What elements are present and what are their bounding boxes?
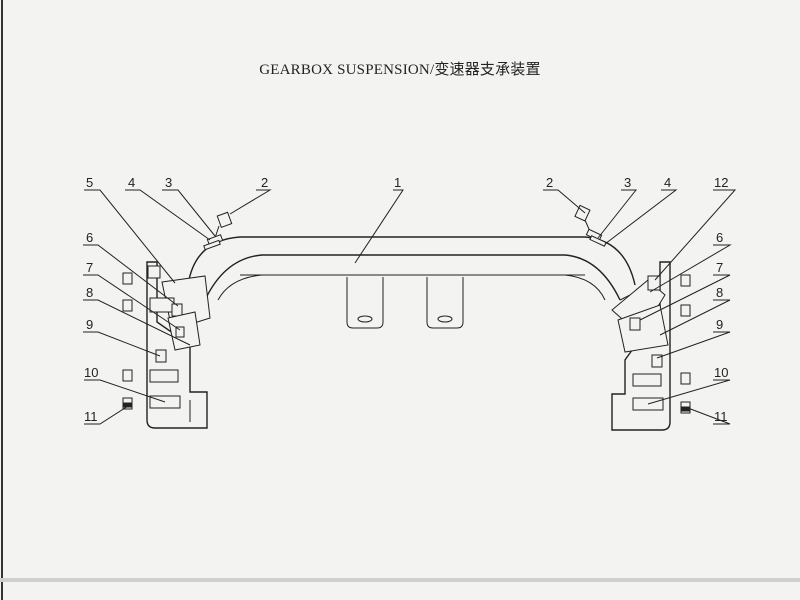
drawing-title: GEARBOX SUSPENSION/变速器支承装置	[259, 62, 541, 78]
label-6-right: 6	[716, 230, 723, 245]
label-11: 11	[84, 409, 98, 424]
center-bracket-left	[346, 277, 384, 329]
right-top-bolt	[574, 204, 607, 247]
center-bracket-right	[426, 277, 464, 329]
label-9-right: 9	[716, 317, 723, 332]
label-7-right: 7	[716, 260, 723, 275]
label-8-right: 8	[716, 285, 723, 300]
label-8: 8	[86, 285, 93, 300]
label-4-right: 4	[664, 175, 671, 190]
label-7: 7	[86, 260, 93, 275]
left-top-bolt	[203, 211, 233, 251]
label-10-right: 10	[714, 365, 728, 380]
right-support	[611, 261, 691, 431]
label-2-right: 2	[546, 175, 553, 190]
label-9: 9	[86, 317, 93, 332]
label-12: 12	[714, 175, 728, 190]
label-6: 6	[86, 230, 93, 245]
label-11-right: 11	[714, 409, 728, 424]
label-10: 10	[84, 365, 98, 380]
sheet-bottom-band	[0, 578, 800, 582]
label-5: 5	[86, 175, 93, 190]
label-3-right: 3	[624, 175, 631, 190]
left-support	[122, 261, 211, 429]
label-4: 4	[128, 175, 135, 190]
leader-lines-right	[543, 189, 737, 425]
label-3: 3	[165, 175, 172, 190]
leader-lines-left	[83, 189, 404, 425]
crossmember	[175, 236, 641, 329]
label-2: 2	[261, 175, 268, 190]
part-labels: 5 4 3 2 1 6 7 8 9 10 11 2 3 4 12 6 7 8 9…	[84, 175, 728, 424]
label-1: 1	[394, 175, 401, 190]
